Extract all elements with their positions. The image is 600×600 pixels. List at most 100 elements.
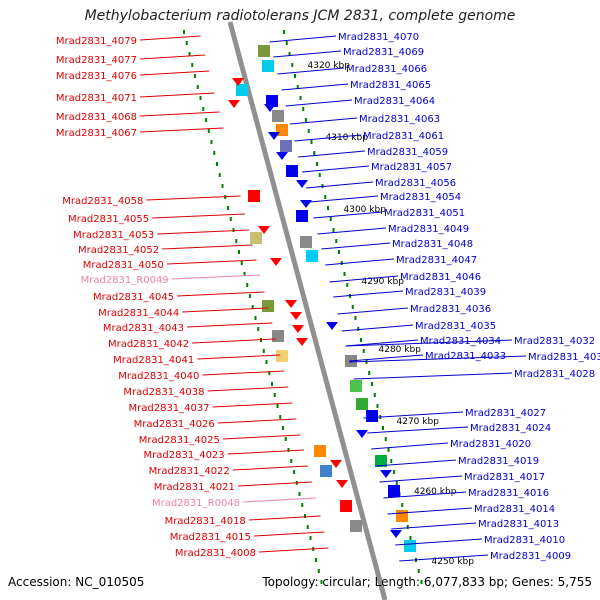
tick-mark-left — [265, 360, 268, 364]
gene-label-right: Mrad2831_4014 — [474, 504, 555, 515]
leader-line-right — [301, 165, 370, 173]
leader-line-right — [383, 491, 467, 499]
tick-mark-left — [276, 404, 279, 408]
gene-label-left: Mrad2831_4044 — [98, 308, 179, 319]
tick-mark-right — [390, 459, 393, 463]
leader-line-right — [273, 50, 342, 58]
tick-mark-left — [210, 140, 213, 144]
gene-label-right: Mrad2831_4009 — [490, 551, 571, 562]
leader-line-left — [177, 291, 265, 297]
tick-mark-right — [299, 96, 302, 100]
tick-mark-right — [324, 195, 327, 199]
gene-label-left: Mrad2831_4025 — [139, 435, 220, 446]
gene-label-right: Mrad2831_4061 — [363, 131, 444, 142]
gene-label-left: Mrad2831_4045 — [93, 292, 174, 303]
leader-line-right — [387, 507, 473, 515]
gene-feature — [276, 350, 288, 362]
gene-arrow — [268, 132, 280, 140]
leader-line-right — [399, 554, 489, 562]
tick-mark-left — [227, 206, 229, 210]
gene-label-left: Mrad2831_4050 — [83, 260, 164, 271]
leader-line-right — [325, 258, 395, 266]
gene-arrow — [228, 100, 240, 108]
leader-line-right — [371, 442, 449, 450]
tick-mark-left — [273, 393, 276, 397]
leader-line-left — [139, 54, 206, 60]
leader-line-right — [353, 372, 513, 380]
tick-mark-left — [202, 107, 205, 111]
leader-line-right — [333, 290, 404, 298]
genome-summary: Topology: circular; Length: 6,077,833 bp… — [262, 575, 592, 589]
tick-mark-left — [262, 349, 265, 353]
gene-feature — [272, 330, 284, 342]
tick-mark-right — [417, 569, 420, 573]
tick-mark-left — [238, 250, 240, 254]
gene-label-right: Mrad2831_4019 — [458, 456, 539, 467]
leader-line-left — [139, 70, 210, 76]
gene-arrow — [380, 470, 392, 478]
gene-label-left: Mrad2831_R0048 — [152, 498, 240, 509]
gene-label-right: Mrad2831_4036 — [410, 304, 491, 315]
gene-label-left: Mrad2831_4071 — [56, 93, 137, 104]
gene-feature — [262, 300, 274, 312]
gene-label-right: Mrad2831_4039 — [405, 287, 486, 298]
leader-line-left — [192, 338, 277, 344]
leader-line-right — [349, 354, 424, 362]
tick-mark-left — [205, 118, 207, 122]
leader-line-left — [146, 195, 241, 201]
gene-arrow — [296, 180, 308, 188]
gene-label-right: Mrad2831_4033 — [425, 351, 506, 362]
gene-label-right: Mrad2831_4013 — [478, 519, 559, 530]
gene-arrow — [276, 152, 288, 160]
gene-feature — [236, 84, 248, 96]
leader-line-right — [329, 275, 399, 283]
tick-mark-left — [191, 63, 194, 67]
tick-mark-right — [406, 525, 409, 529]
tick-mark-right — [288, 52, 291, 56]
tick-mark-right — [285, 41, 288, 45]
tick-mark-left — [249, 294, 251, 298]
gene-label-right: Mrad2831_4064 — [354, 96, 435, 107]
genome-backbone — [227, 21, 388, 600]
tick-mark-right — [313, 151, 316, 155]
tick-mark-right — [305, 118, 307, 122]
gene-label-right: Mrad2831_4028 — [514, 369, 595, 380]
tick-mark-left — [268, 371, 271, 375]
leader-line-left — [182, 307, 269, 313]
tick-mark-right — [332, 228, 335, 232]
tick-mark-left — [290, 459, 293, 463]
tick-mark-right — [338, 250, 340, 254]
tick-mark-right — [373, 393, 376, 397]
leader-line-right — [395, 538, 483, 546]
gene-label-left: Mrad2831_4038 — [123, 387, 204, 398]
tick-mark-right — [296, 85, 299, 89]
tick-mark-right — [401, 503, 404, 507]
scale-label: 4260 kbp — [414, 487, 457, 497]
gene-label-right: Mrad2831_4024 — [470, 423, 551, 434]
leader-line-left — [248, 515, 321, 521]
tick-mark-left — [284, 437, 287, 441]
tick-mark-right — [365, 360, 368, 364]
leader-line-right — [317, 227, 387, 235]
leader-line-right — [337, 307, 409, 315]
leader-line-right — [289, 117, 358, 125]
leader-line-left — [232, 465, 309, 471]
tick-mark-left — [257, 327, 260, 331]
gene-label-right: Mrad2831_4070 — [338, 32, 419, 43]
gene-feature — [366, 410, 378, 422]
gene-feature — [388, 485, 400, 497]
leader-line-right — [313, 211, 383, 219]
gene-label-left: Mrad2831_4008 — [175, 548, 256, 559]
tick-mark-left — [183, 30, 185, 34]
tick-mark-left — [293, 470, 295, 474]
leader-line-right — [285, 99, 353, 107]
leader-line-left — [259, 547, 329, 553]
leader-line-left — [217, 418, 297, 424]
tick-mark-left — [240, 261, 243, 265]
leader-line-left — [157, 229, 250, 235]
leader-line-right — [294, 134, 362, 142]
tick-mark-right — [327, 206, 329, 210]
gene-label-right: Mrad2831_4065 — [350, 80, 431, 91]
gene-label-right: Mrad2831_4063 — [359, 114, 440, 125]
